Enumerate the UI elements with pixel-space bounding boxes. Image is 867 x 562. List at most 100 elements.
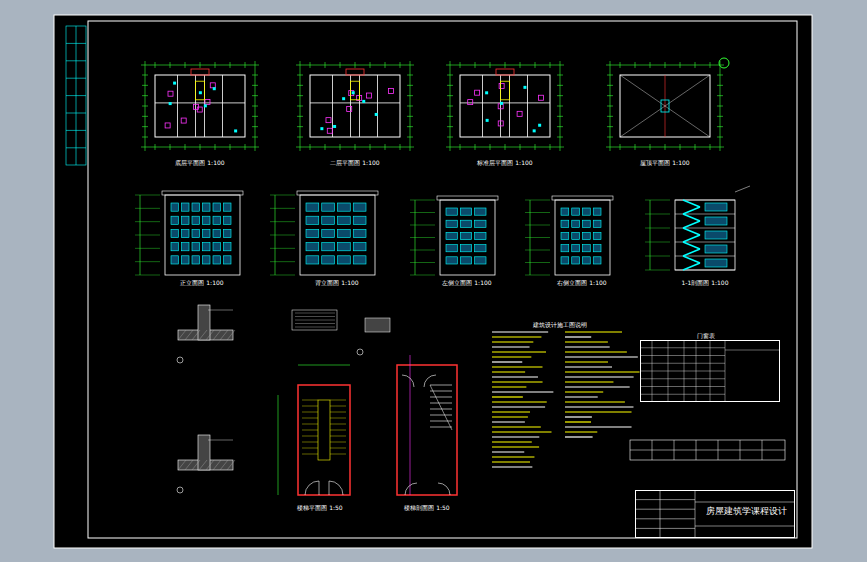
cad-shape [539,95,544,100]
cad-line [200,62,201,68]
cad-line [430,403,452,404]
cad-shape [338,256,351,264]
cad-shape [182,256,190,264]
cad-shape [192,203,200,211]
cad-line [142,85,148,86]
cad-line [178,330,186,340]
cad-line [302,406,318,407]
cad-line [652,340,653,402]
cad-shape [171,229,179,237]
cad-shape [165,195,240,275]
cad-shape [171,203,179,211]
cad-shape [182,216,190,224]
cad-line [565,426,632,427]
cad-line [717,137,723,138]
cad-shape [561,257,569,264]
cad-line [447,137,453,138]
cad-shape [517,111,522,116]
door-window-table: 门窗表 [640,340,780,402]
cad-shape [213,256,221,264]
cad-shape [347,107,352,112]
cad-line [430,409,452,410]
cad-line [430,385,452,386]
cad-line [407,106,413,107]
cad-shape [460,232,471,239]
cad-line [410,212,435,213]
cad-shape [475,90,480,95]
cad-shape [198,435,210,470]
cad-shape [389,88,394,93]
cad-shape [600,60,730,152]
cad-line [66,147,86,148]
cad-line [430,397,452,398]
cad-shape [475,257,486,264]
cad-line [565,431,597,432]
cad-shape [446,208,457,215]
sheet-title: 房屋建筑学课程设计 [706,505,787,518]
cad-line [735,186,750,192]
cad-shape [346,69,364,75]
cad-line [185,62,186,68]
cad-line [565,341,608,342]
cad-shape [205,100,210,105]
cad-shape [583,220,591,227]
cad-shape [171,216,179,224]
cad-line [302,442,318,443]
drawing-caption: 左侧立面图 1:100 [441,280,492,287]
cad-shape [593,208,601,215]
cad-line [683,263,700,270]
cad-shape [705,245,727,253]
cad-line [683,256,700,263]
cad-line [645,214,670,215]
cad-line [492,351,546,352]
cad-shape [460,75,550,137]
cad-shape [593,257,601,264]
cad-line [650,200,651,270]
cad-shape [224,229,232,237]
cad-line [142,116,148,117]
cad-shape [213,203,221,211]
cad-line [725,340,726,402]
cad-line [492,356,531,357]
cad-line [565,371,640,372]
cad-line [557,137,563,138]
cad-shape [593,232,601,239]
cad-shape [561,232,569,239]
cad-shape [365,318,390,332]
cad-line [557,126,563,127]
cad-shape [561,245,569,252]
cad-line [340,144,341,150]
cad-shape [572,220,580,227]
cad-line [680,62,681,68]
cad-line [492,376,538,377]
cad-line [177,75,178,137]
cad-line [695,490,696,538]
cad-line [270,221,295,222]
cad-shape [300,195,375,275]
cad-shape [192,229,200,237]
cad-shape [440,200,495,275]
cad-shape [326,118,331,123]
cad-line [645,256,670,257]
cad-line [492,381,543,382]
cad-line [302,424,318,425]
cad-line [410,200,435,201]
cad-line [695,62,696,68]
cad-line [220,460,228,470]
cad-shape [353,243,366,251]
cad-line [492,361,522,362]
cad-line [310,102,400,103]
cad-line [565,396,598,397]
cad-line [297,106,303,107]
cad-shape [322,216,335,224]
cad-line [270,208,295,209]
cad-line [355,144,356,150]
cad-line [252,116,258,117]
cad-shape [169,102,172,105]
cad-shape [66,26,86,165]
cad-line [295,313,335,314]
cad-line [640,394,725,395]
cad-shape [620,75,710,137]
cad-shape [353,229,366,237]
